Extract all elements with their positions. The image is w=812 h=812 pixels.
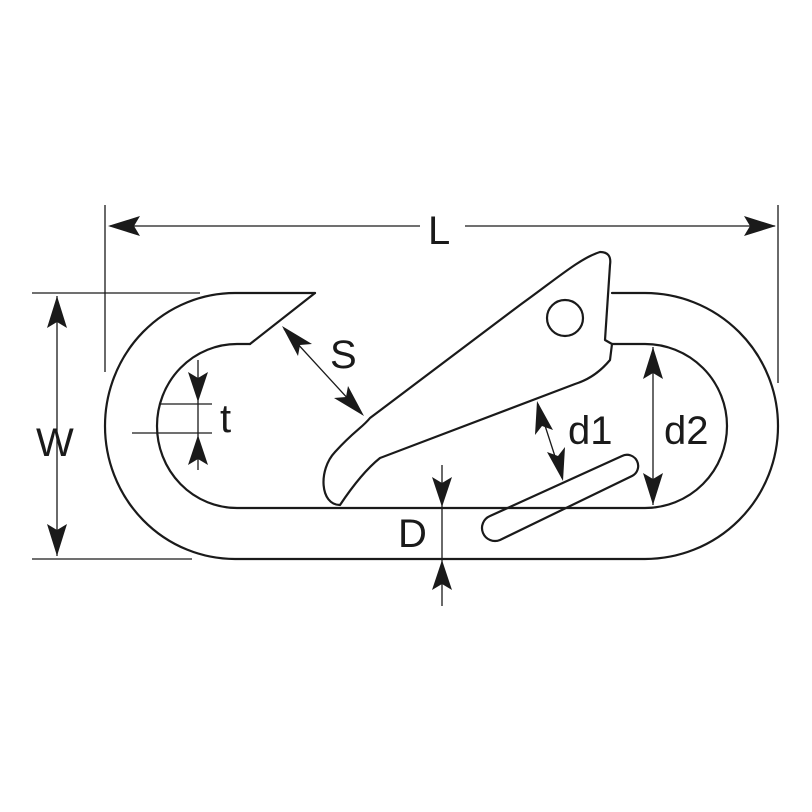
dimension-width: W	[32, 292, 200, 560]
label-thickness: t	[220, 397, 231, 441]
label-inner-width: d2	[664, 409, 709, 453]
label-wire-diameter: D	[398, 512, 427, 556]
dimension-wire-diameter: D	[398, 465, 452, 606]
latch-outline	[322, 250, 614, 507]
label-length: L	[428, 209, 450, 253]
dimension-gate-diameter: d1	[535, 401, 613, 481]
dimension-thickness: t	[132, 360, 231, 470]
inner-frame	[155, 342, 729, 510]
label-opening: S	[330, 333, 357, 377]
dimension-inner-width: d2	[643, 347, 709, 505]
snap-hook-body	[103, 291, 780, 561]
dimension-length: L	[104, 205, 779, 383]
label-gate-diameter: d1	[568, 409, 613, 453]
hook-tip	[248, 291, 317, 346]
label-width: W	[36, 421, 74, 465]
outer-frame	[103, 291, 780, 561]
dimension-opening: S	[282, 326, 364, 416]
gate-latch	[322, 250, 640, 543]
spring-slot	[480, 453, 640, 543]
rivet-hole	[545, 298, 585, 338]
